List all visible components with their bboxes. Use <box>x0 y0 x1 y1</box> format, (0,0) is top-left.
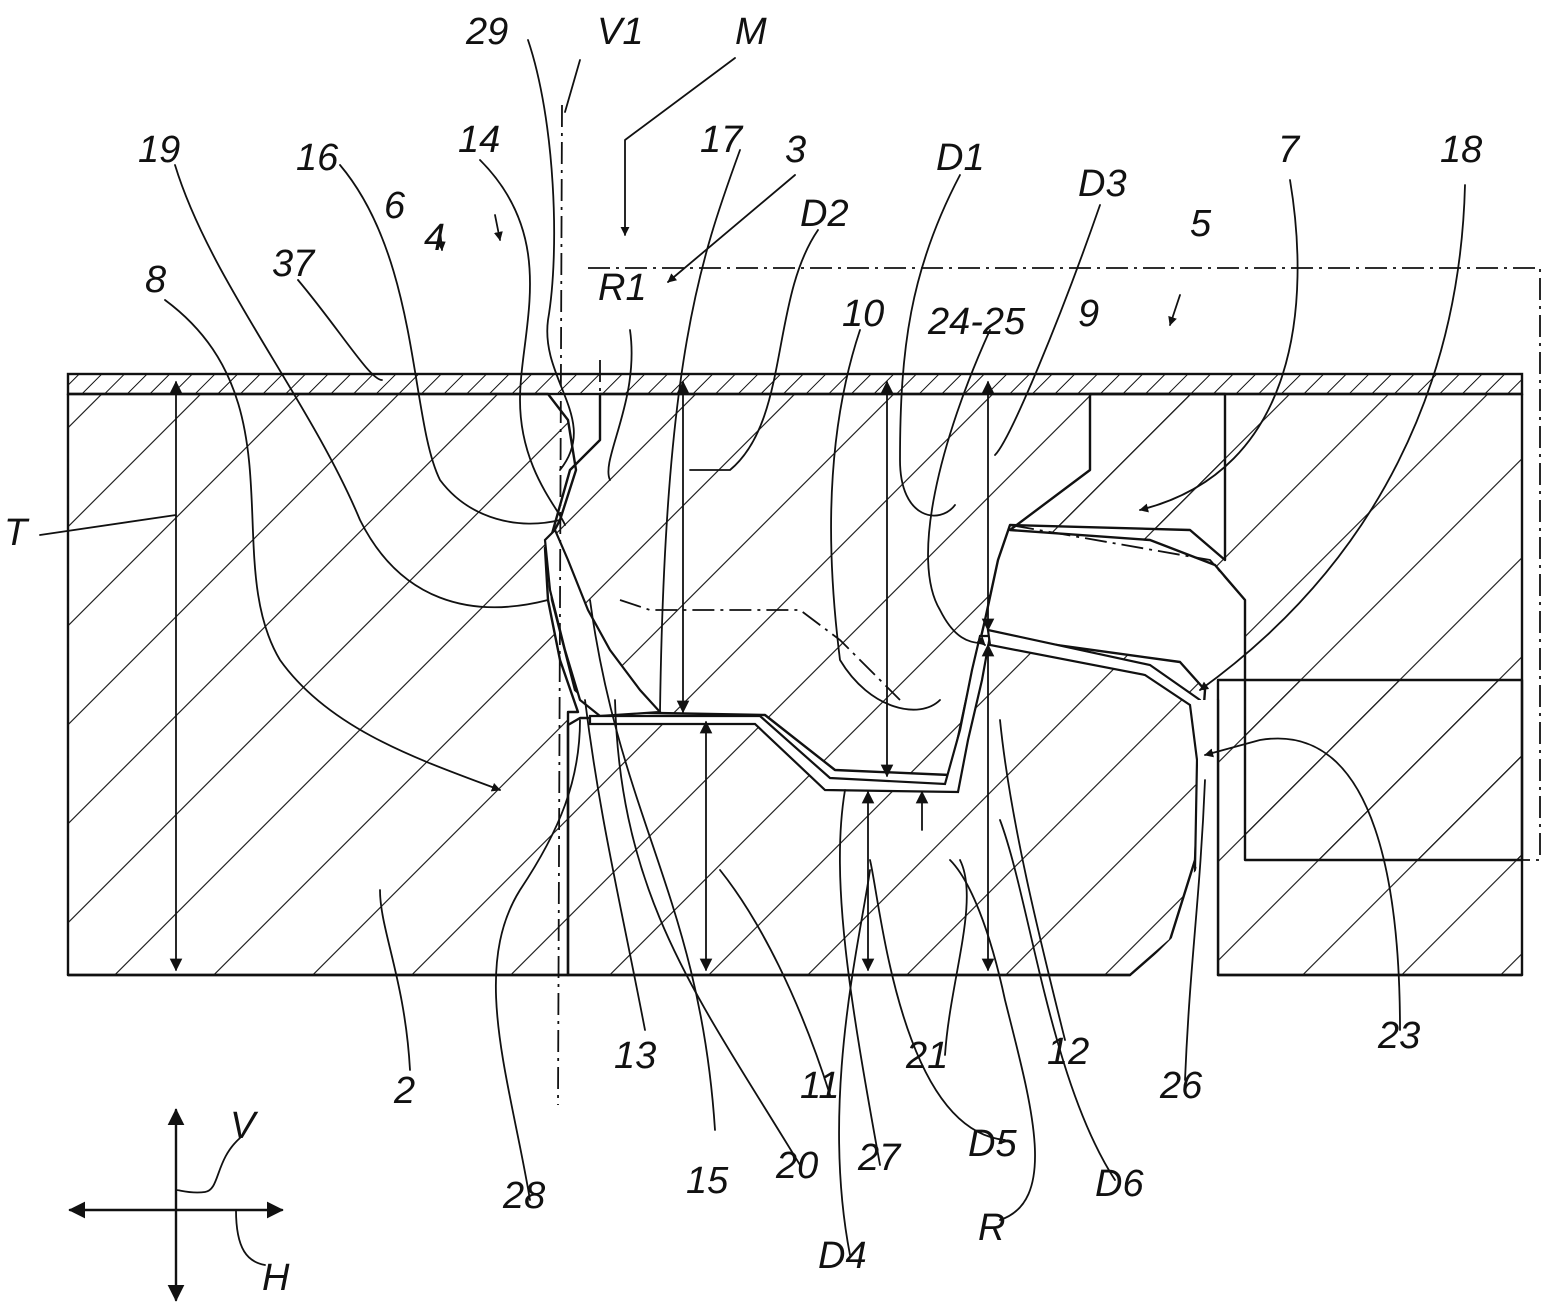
label-V: V <box>230 1105 259 1147</box>
gap-channel-left <box>543 528 663 718</box>
label-23: 23 <box>1377 1015 1420 1057</box>
label-H: H <box>262 1257 290 1299</box>
label-3: 3 <box>785 129 806 171</box>
label-17: 17 <box>700 119 744 161</box>
dimension-lines <box>169 380 995 972</box>
axis-V1 <box>557 104 563 1106</box>
label-9: 9 <box>1078 293 1099 335</box>
label-M: M <box>735 11 767 53</box>
label-24-25: 24-25 <box>927 301 1026 343</box>
axes-cross <box>68 1108 284 1302</box>
label-R: R <box>978 1207 1005 1249</box>
label-28: 28 <box>502 1175 545 1217</box>
label-D4: D4 <box>818 1235 867 1277</box>
label-D5: D5 <box>968 1123 1017 1165</box>
label-5: 5 <box>1190 203 1212 245</box>
label-37: 37 <box>272 243 316 285</box>
label-16: 16 <box>296 137 339 179</box>
label-V1: V1 <box>597 11 643 53</box>
label-13: 13 <box>614 1035 656 1077</box>
label-2: 2 <box>393 1070 415 1112</box>
label-4: 4 <box>424 217 445 259</box>
label-D3: D3 <box>1078 163 1127 205</box>
label-26: 26 <box>1159 1065 1203 1107</box>
top-layer-37 <box>66 372 1524 396</box>
label-20: 20 <box>775 1145 818 1187</box>
label-21: 21 <box>905 1035 948 1077</box>
label-12: 12 <box>1047 1031 1089 1073</box>
outline-inner <box>599 360 901 701</box>
label-15: 15 <box>686 1160 729 1202</box>
label-14: 14 <box>458 119 500 161</box>
panel-23 <box>1216 678 1524 977</box>
label-18: 18 <box>1440 129 1482 171</box>
label-6: 6 <box>384 185 406 227</box>
left-panel-body <box>66 392 580 977</box>
label-27: 27 <box>857 1137 902 1179</box>
outline-5 <box>588 267 1541 861</box>
label-7: 7 <box>1278 129 1301 171</box>
label-8: 8 <box>145 259 166 301</box>
label-D2: D2 <box>800 193 849 235</box>
label-R1: R1 <box>598 267 647 309</box>
label-10: 10 <box>842 293 884 335</box>
label-11: 11 <box>800 1065 839 1107</box>
leader-lines <box>39 39 1466 1256</box>
label-D1: D1 <box>936 137 985 179</box>
label-D6: D6 <box>1095 1163 1144 1205</box>
gap-channel-right <box>986 628 1212 873</box>
label-29: 29 <box>465 11 508 53</box>
label-T: T <box>4 512 30 554</box>
reference-labels: 29 V1 M 19 16 14 17 3 D1 D3 7 18 6 4 D2 … <box>4 11 1482 1299</box>
label-19: 19 <box>138 129 180 171</box>
